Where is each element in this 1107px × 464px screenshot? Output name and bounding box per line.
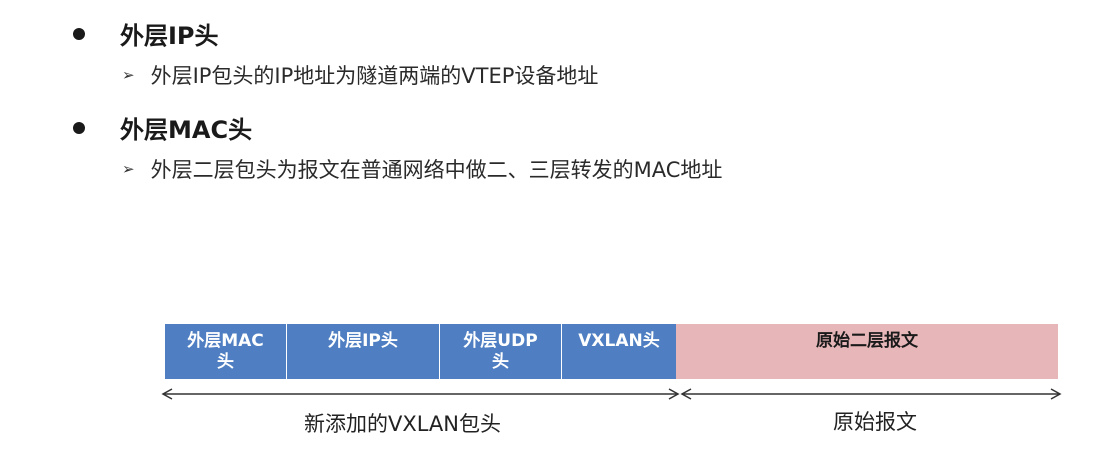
original-frame-span-arrow: [680, 388, 1062, 400]
sub-text-outer-ip: 外层IP包头的IP地址为隧道两端的VTEP设备地址: [150, 64, 599, 88]
packet-field-outer-ip: 外层IP头: [287, 324, 440, 379]
bullet-title-outer-ip: 外层IP头: [120, 22, 219, 50]
bullet-dot-icon: [73, 121, 85, 134]
added-header-span-arrow: [161, 388, 680, 400]
sub-item-outer-ip: ➢ 外层IP包头的IP地址为隧道两端的VTEP设备地址: [122, 60, 598, 90]
sub-item-outer-mac: ➢ 外层二层包头为报文在普通网络中做二、三层转发的MAC地址: [122, 154, 722, 184]
caption-added-vxlan-header: 新添加的VXLAN包头: [304, 412, 502, 436]
caption-original-frame: 原始报文: [833, 410, 917, 434]
arrow-bullet-icon: ➢: [122, 66, 135, 84]
packet-field-outer-udp: 外层UDP 头: [440, 324, 562, 379]
sub-text-outer-mac: 外层二层包头为报文在普通网络中做二、三层转发的MAC地址: [150, 158, 723, 182]
packet-field-vxlan: VXLAN头: [562, 324, 676, 379]
packet-field-outer-mac: 外层MAC 头: [165, 324, 287, 379]
vxlan-packet-diagram: 外层MAC 头 外层IP头 外层UDP 头 VXLAN头 原始二层报文: [165, 324, 1058, 379]
bullet-item-outer-mac: 外层MAC头: [73, 110, 252, 145]
bullet-title-outer-mac: 外层MAC头: [120, 116, 253, 144]
arrow-bullet-icon: ➢: [122, 160, 135, 178]
bullet-item-outer-ip: 外层IP头: [73, 16, 219, 51]
bullet-dot-icon: [73, 27, 85, 40]
packet-field-original-frame: 原始二层报文: [676, 324, 1058, 379]
